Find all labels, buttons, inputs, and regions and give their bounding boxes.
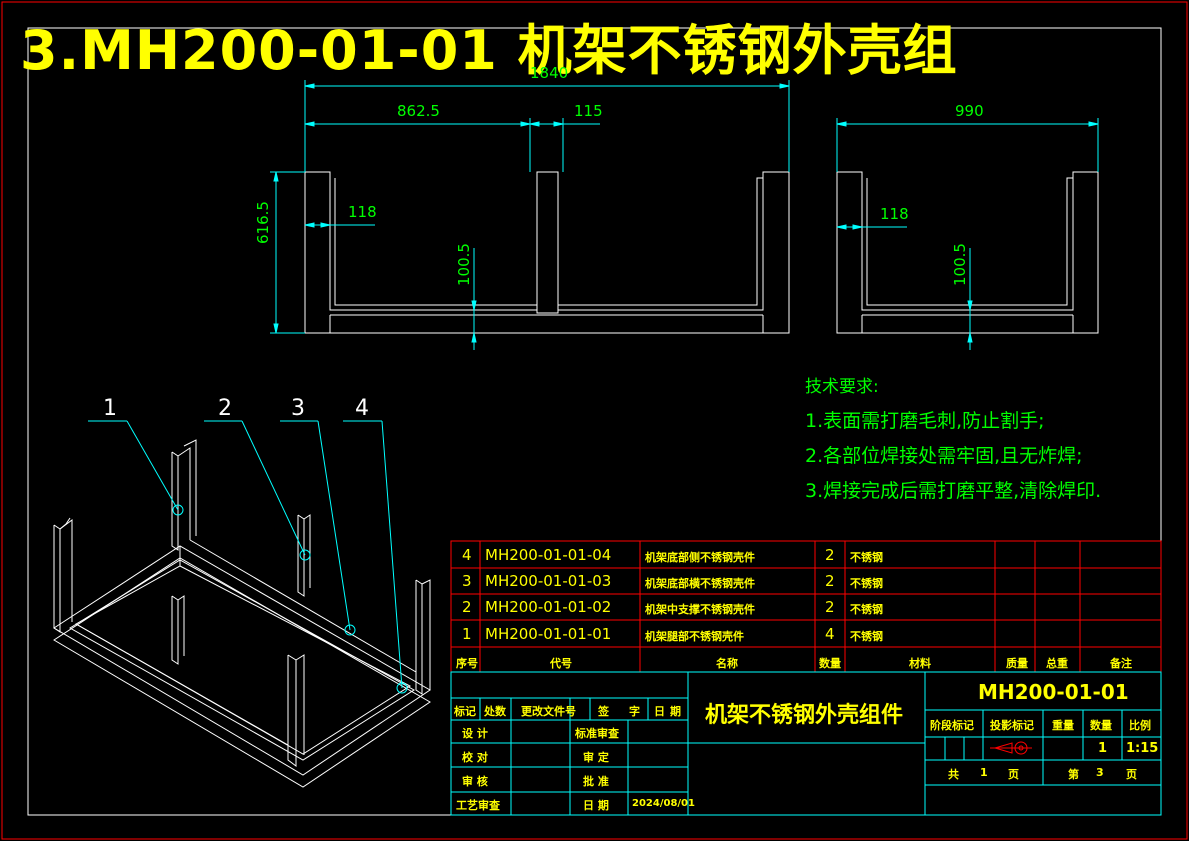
rev-header-count: 处数	[484, 705, 506, 718]
drawing-title: 3.MH200-01-01 机架不锈钢外壳组	[20, 19, 958, 82]
quantity-label: 数量	[1090, 719, 1112, 732]
bom-code: MH200-01-01-02	[485, 598, 612, 616]
bom-code: MH200-01-01-01	[485, 625, 612, 643]
dim-wall-left: 118	[348, 203, 377, 221]
role-ratify: 批 准	[583, 775, 609, 788]
bom-qty: 2	[825, 572, 835, 590]
bom-header-qty: 数量	[819, 657, 841, 670]
total-pages-unit: 页	[1008, 768, 1019, 781]
stage-mark-label: 阶段标记	[930, 719, 974, 732]
role-design: 设 计	[462, 727, 488, 740]
bom-header-unit-mass: 质量	[1006, 657, 1028, 670]
bom-header-name: 名称	[716, 657, 738, 670]
rev-header-date1: 日	[654, 705, 665, 718]
dim-base-left: 100.5	[455, 243, 473, 286]
bom-material: 不锈钢	[850, 551, 883, 564]
bom-qty: 4	[825, 625, 835, 643]
bom-material: 不锈钢	[850, 603, 883, 616]
projection-label: 投影标记	[990, 719, 1034, 732]
callout-4: 4	[355, 396, 369, 421]
dim-base-right: 100.5	[951, 243, 969, 286]
dim-side-width: 990	[955, 102, 984, 120]
total-pages-value: 1	[980, 766, 988, 779]
rev-header-doc: 更改文件号	[521, 705, 576, 718]
quantity-value: 1	[1098, 741, 1108, 756]
tech-requirements-heading: 技术要求:	[805, 377, 879, 397]
drawing-date: 2024/08/01	[632, 798, 695, 809]
tech-requirement-2: 2.各部位焊接处需牢固,且无炸焊;	[805, 445, 1083, 467]
role-review: 审 核	[462, 775, 488, 788]
bom-header-material: 材料	[909, 657, 931, 670]
tech-requirement-3: 3.焊接完成后需打磨平整,清除焊印.	[805, 480, 1102, 502]
dim-mid-gap: 115	[574, 102, 603, 120]
bom-qty: 2	[825, 546, 835, 564]
bom-qty: 2	[825, 598, 835, 616]
rev-header-sign2: 字	[629, 705, 640, 718]
callout-2: 2	[218, 396, 232, 421]
scale-label: 比例	[1129, 719, 1151, 732]
bom-seq: 4	[462, 546, 472, 564]
bom-material: 不锈钢	[850, 577, 883, 590]
bom-material: 不锈钢	[850, 630, 883, 643]
bom-name: 机架中支撑不锈钢壳件	[645, 603, 755, 616]
rev-header-mark: 标记	[454, 705, 476, 718]
role-check: 校 对	[462, 751, 488, 764]
bom-name: 机架腿部不锈钢壳件	[645, 630, 744, 643]
drawing-number: MH200-01-01	[978, 680, 1129, 704]
bom-seq: 3	[462, 572, 472, 590]
bom-code: MH200-01-01-04	[485, 546, 612, 564]
bom-header-seq: 序号	[456, 657, 478, 670]
bom-seq: 1	[462, 625, 472, 643]
dim-height: 616.5	[254, 201, 272, 244]
dim-wall-right: 118	[880, 205, 909, 223]
role-date: 日 期	[583, 799, 609, 812]
bom-name: 机架底部侧不锈钢壳件	[645, 551, 755, 564]
bom-header-remarks: 备注	[1110, 657, 1132, 670]
front-view	[304, 171, 790, 334]
role-approve: 审 定	[583, 751, 609, 764]
bom-name: 机架底部横不锈钢壳件	[645, 577, 755, 590]
scale-value: 1:15	[1126, 741, 1159, 756]
bom-seq: 2	[462, 598, 472, 616]
callout-3: 3	[291, 396, 305, 421]
projection-symbol-icon	[990, 741, 1032, 755]
dim-overall-width: 1840	[530, 64, 569, 82]
rev-header-date2: 期	[670, 705, 681, 718]
isometric-view	[53, 439, 431, 788]
title-block-grid	[450, 671, 1162, 816]
role-standard: 标准审查	[575, 727, 619, 740]
dimension-lines	[270, 80, 1099, 350]
bom-code: MH200-01-01-03	[485, 572, 612, 590]
bom-header-code: 代号	[550, 657, 572, 670]
page-number: 3	[1096, 766, 1104, 779]
bom-header-total-mass: 总重	[1046, 657, 1068, 670]
role-process: 工艺审查	[456, 799, 500, 812]
dim-left-span: 862.5	[397, 102, 440, 120]
side-view	[836, 171, 1099, 334]
part-name: 机架不锈钢外壳组件	[705, 703, 904, 728]
callout-1: 1	[103, 396, 117, 421]
tech-requirement-1: 1.表面需打磨毛刺,防止割手;	[805, 410, 1045, 432]
total-pages-prefix: 共	[948, 768, 959, 781]
weight-label: 重量	[1052, 719, 1074, 732]
callout-leaders	[88, 420, 408, 694]
page-unit: 页	[1126, 768, 1137, 781]
rev-header-sign1: 签	[598, 705, 609, 718]
page-prefix: 第	[1068, 768, 1079, 781]
